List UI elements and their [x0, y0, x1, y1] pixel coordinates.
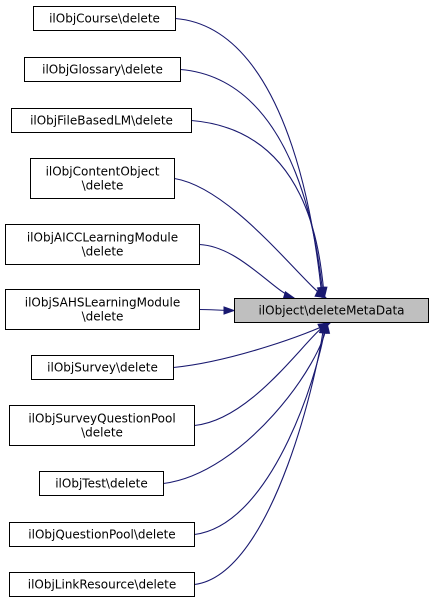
- call-edge-line: [194, 322, 327, 536]
- call-edge-line: [191, 119, 325, 298]
- caller-node-label-line: ilObjGlossary\delete: [42, 63, 163, 77]
- call-edges: [163, 17, 332, 586]
- caller-node-box: [31, 355, 174, 380]
- caller-node-box: [39, 471, 164, 496]
- target-node[interactable]: ilObject\deleteMetaData: [234, 298, 429, 323]
- caller-node-label-line: ilObjAICCLearningModule: [27, 231, 178, 245]
- arrowhead-icon: [319, 286, 328, 299]
- caller-node-label-line: \delete: [82, 179, 124, 193]
- caller-node-box: [9, 572, 195, 597]
- caller-node-label-line: ilObjCourse\delete: [49, 12, 160, 26]
- call-edge-line: [174, 177, 326, 298]
- caller-node-label-line: ilObjSurvey\delete: [47, 361, 158, 375]
- caller-node-box: [5, 289, 200, 330]
- caller-node-box: [30, 158, 175, 199]
- call-edge-line: [175, 17, 323, 298]
- caller-node[interactable]: ilObjQuestionPool\delete: [9, 522, 195, 547]
- caller-node-label-line: \delete: [81, 426, 123, 440]
- caller-node-box: [33, 6, 176, 31]
- call-edge: [180, 68, 327, 299]
- call-edge: [194, 321, 329, 536]
- call-edge: [199, 306, 236, 315]
- graph-nodes: ilObjCourse\delete ilObjGlossary\delete il…: [5, 6, 429, 597]
- caller-node[interactable]: ilObjSurveyQuestionPool\delete: [9, 405, 195, 446]
- caller-node-box: [9, 405, 195, 446]
- caller-node-label-line: ilObjContentObject: [46, 165, 160, 179]
- caller-node[interactable]: ilObjContentObject\delete: [30, 158, 175, 199]
- target-node-box: [234, 298, 429, 323]
- caller-node-box: [9, 522, 195, 547]
- caller-node-label-line: ilObjQuestionPool\delete: [28, 528, 175, 542]
- caller-node-label-line: \delete: [82, 310, 124, 324]
- caller-node[interactable]: ilObjCourse\delete: [33, 6, 176, 31]
- caller-node-box: [5, 224, 200, 265]
- caller-node[interactable]: ilObjLinkResource\delete: [9, 572, 195, 597]
- call-edge-line: [180, 68, 324, 298]
- call-edge: [174, 177, 327, 299]
- call-edge-line: [194, 322, 329, 427]
- caller-node[interactable]: ilObjSurvey\delete: [31, 355, 174, 380]
- call-edge: [194, 321, 328, 586]
- caller-node[interactable]: ilObjSAHSLearningModule\delete: [5, 289, 200, 330]
- caller-node-box: [11, 108, 192, 133]
- call-edge: [191, 119, 328, 299]
- caller-node-label-line: \delete: [82, 245, 124, 259]
- caller-node-label-line: ilObjTest\delete: [55, 477, 148, 491]
- caller-node[interactable]: ilObjAICCLearningModule\delete: [5, 224, 200, 265]
- arrowhead-icon: [282, 290, 296, 300]
- caller-node[interactable]: ilObjTest\delete: [39, 471, 164, 496]
- caller-node-label-line: ilObjLinkResource\delete: [28, 578, 177, 592]
- arrowhead-icon: [314, 289, 327, 299]
- caller-node-label-line: ilObjSAHSLearningModule: [25, 296, 180, 310]
- caller-node[interactable]: ilObjGlossary\delete: [24, 57, 181, 82]
- call-edge-line: [194, 322, 325, 586]
- caller-node[interactable]: ilObjFileBasedLM\delete: [11, 108, 192, 133]
- call-edge: [194, 322, 330, 427]
- target-node-label-line: ilObject\deleteMetaData: [258, 304, 404, 318]
- caller-node-box: [24, 57, 181, 82]
- caller-node-label-line: ilObjFileBasedLM\delete: [30, 114, 173, 128]
- caller-node-label-line: ilObjSurveyQuestionPool: [28, 412, 175, 426]
- arrowhead-icon: [318, 321, 328, 334]
- arrowhead-icon: [223, 306, 236, 315]
